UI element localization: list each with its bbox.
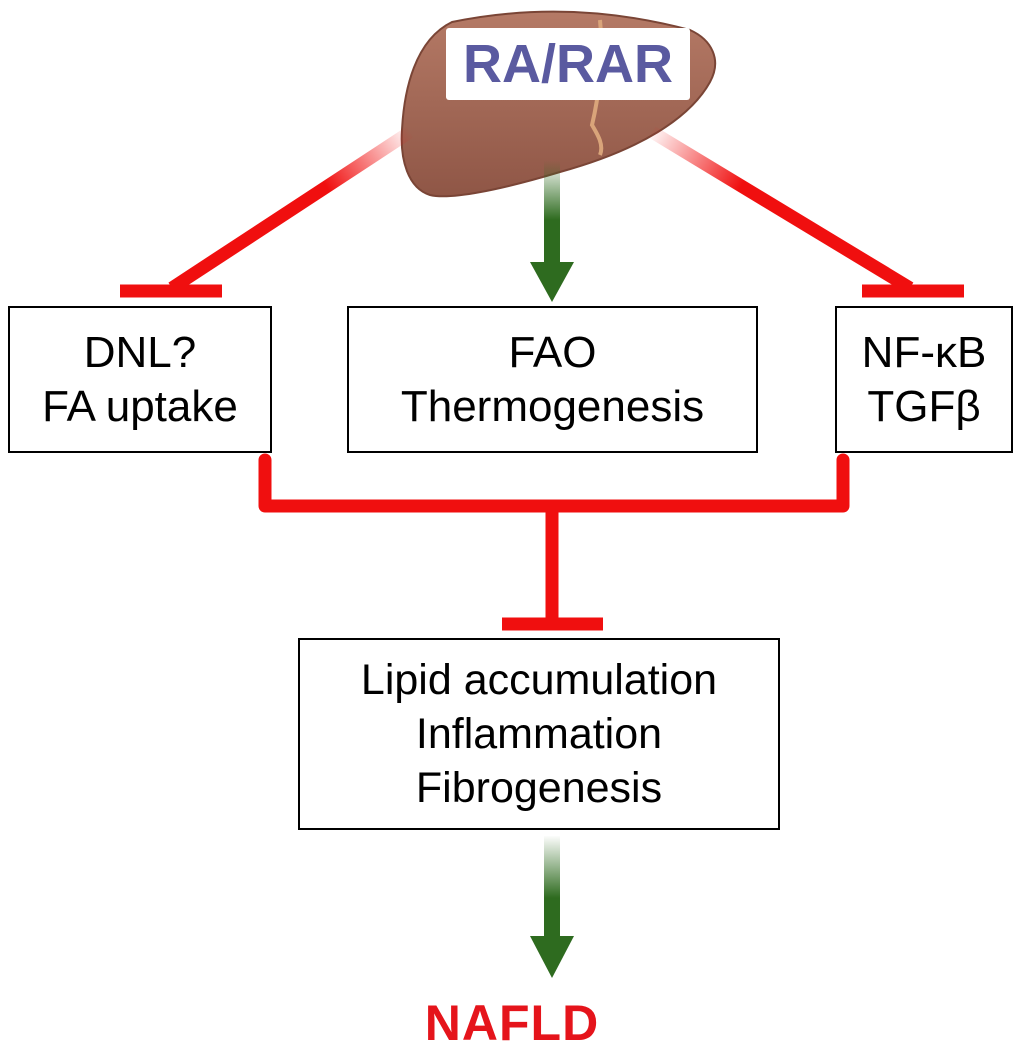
box-left-line-2: FA uptake — [42, 381, 238, 431]
box-fao-thermogenesis: FAO Thermogenesis — [347, 306, 758, 453]
box-nfkb-tgfb: NF-κB TGFβ — [835, 306, 1013, 453]
box-dnl-fa-uptake: DNL? FA uptake — [8, 306, 272, 453]
activate-head-bottom — [530, 936, 574, 978]
box-outcomes: Lipid accumulation Inflammation Fibrogen… — [298, 638, 780, 830]
activate-shaft-center — [544, 160, 560, 264]
box-left-line-1: DNL? — [83, 327, 197, 377]
inhibit-bracket — [258, 453, 850, 513]
activate-head-center — [530, 262, 574, 302]
liver-label: RA/RAR — [446, 28, 690, 100]
box-bottom-line-1: Lipid accumulation — [360, 655, 718, 704]
outcome-label: NAFLD — [424, 995, 600, 1051]
inhibit-line-right — [648, 126, 914, 294]
box-bottom-line-2: Inflammation — [415, 709, 663, 758]
box-right-line-2: TGFβ — [867, 381, 981, 431]
activate-shaft-bottom — [544, 836, 560, 938]
box-right-line-1: NF-κB — [861, 327, 987, 377]
box-bottom-line-3: Fibrogenesis — [415, 764, 663, 813]
inhibit-line-left — [168, 126, 414, 294]
box-center-line-1: FAO — [508, 327, 597, 377]
box-center-line-2: Thermogenesis — [400, 381, 705, 431]
